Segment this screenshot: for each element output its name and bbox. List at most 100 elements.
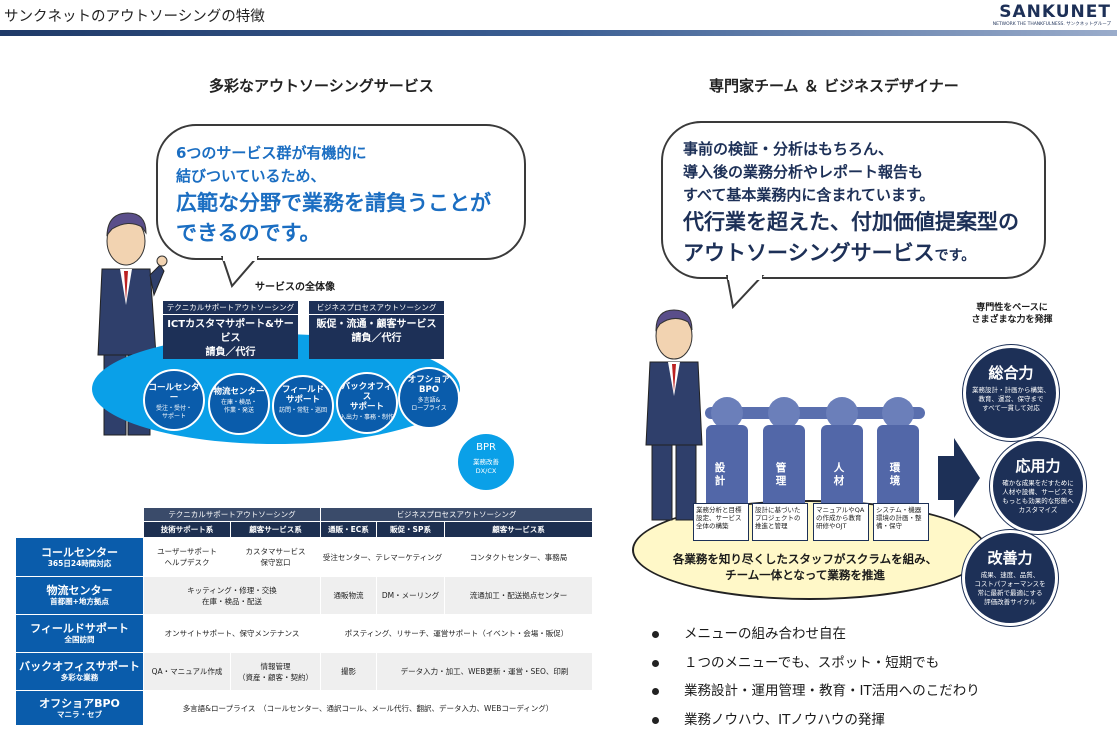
table-cell: ポスティング、リサーチ、運営サポート（イベント・会場・販促） bbox=[320, 614, 593, 653]
right-bubble-line1: 事前の検証・分析はもちろん、 bbox=[683, 140, 894, 158]
team-card: マニュアルやQAの作成から教育研修やOJT bbox=[813, 503, 869, 541]
logo-wordmark: SANKUNET bbox=[999, 2, 1111, 22]
power-circle-applied: 応用力 確かな成果をだすために 人材や設備、サービスを もっとも効果的な形態へ … bbox=[990, 438, 1086, 534]
right-section-title: 専門家チーム ＆ ビジネスデザイナー bbox=[709, 77, 959, 95]
biz-box-main1: 販促・流通・顧客サービス bbox=[316, 319, 437, 330]
circle-sub: 多言語& ロープライス bbox=[411, 397, 447, 412]
table-row: フィールドサポート 全国訪問 オンサイトサポート、保守メンテナンス ポスティング… bbox=[15, 614, 593, 653]
tech-box-header: テクニカルサポートアウトソーシング bbox=[163, 301, 298, 315]
circle-sub: 在庫・検品・ 作業・発送 bbox=[220, 399, 257, 414]
circle-offshore-bpo: オフショア BPO 多言語& ロープライス bbox=[398, 367, 460, 429]
left-section-title: 多彩なアウトソーシングサービス bbox=[209, 77, 434, 95]
row-header-name: オフショアBPO bbox=[39, 696, 120, 710]
table-cell: DM・メーリング bbox=[376, 576, 445, 615]
row-header-sub: 首都圏+地方拠点 bbox=[50, 597, 109, 606]
table-col-header: 販促・SP系 bbox=[377, 522, 445, 537]
feature-bullet-list: メニューの組み合わせ自在 １つのメニューでも、スポット・短期でも 業務設計・運用… bbox=[650, 623, 980, 737]
power-title: 改善力 bbox=[987, 549, 1033, 567]
table-row: オフショアBPO マニラ・セブ 多言語&ロープライス （コールセンター、通訳コー… bbox=[15, 690, 593, 726]
table-cell: ユーザーサポート ヘルプデスク bbox=[143, 537, 231, 577]
left-speech-bubble bbox=[156, 124, 526, 288]
power-circle-improvement: 改善力 成果、速度、品質、 コストパフォーマンスを 常に最新で最適にする 評価改… bbox=[962, 530, 1058, 626]
services-overview-title: サービスの全体像 bbox=[255, 282, 335, 293]
businessman-illustration-right bbox=[645, 309, 703, 521]
table-cell: 多言語&ロープライス （コールセンター、通訳コール、メール代行、翻訳、データ入力… bbox=[143, 690, 593, 726]
table-row: コールセンター 365日24時間対応 ユーザーサポート ヘルプデスク カスタマサ… bbox=[15, 537, 593, 577]
circle-title: オフショア BPO bbox=[407, 375, 451, 395]
team-card: 設計に基づいたプロジェクトの推進と管理 bbox=[752, 503, 808, 541]
table-cell: 流通加工・配送拠点センター bbox=[444, 576, 593, 615]
row-header-name: コールセンター bbox=[41, 545, 118, 559]
list-item: 業務ノウハウ、ITノウハウの発揮 bbox=[650, 709, 980, 738]
left-bubble-line4: できるのです。 bbox=[176, 221, 321, 245]
tech-support-box: テクニカルサポートアウトソーシング ICTカスタマサポート&サービス 請負／代行 bbox=[163, 301, 298, 359]
team-head bbox=[768, 397, 800, 429]
team-label: 設計 bbox=[714, 462, 726, 487]
business-process-box: ビジネスプロセスアウトソーシング 販促・流通・顧客サービス 請負／代行 bbox=[309, 301, 444, 359]
bpr-circle: BPR 業務改善 DX/CX bbox=[458, 434, 514, 490]
circle-field-support: フィールド サポート 訪問・常駐・巡回 bbox=[272, 375, 334, 437]
power-desc: 確かな成果をだすために 人材や設備、サービスを もっとも効果的な形態へ カスタマ… bbox=[1002, 479, 1074, 514]
circle-sub: 受注・受付・ サポート bbox=[155, 405, 192, 420]
row-header-sub: 365日24時間対応 bbox=[47, 558, 112, 568]
bpr-sub2: DX/CX bbox=[475, 467, 497, 475]
bpr-sub1: 業務改善 bbox=[473, 458, 499, 466]
team-card: システム・機器環境の計画・整備・保守 bbox=[873, 503, 929, 541]
right-bubble-line5: アウトソーシングサービスです。 bbox=[683, 238, 1019, 272]
logo-tagline: NETWORK THE THANKFULNESS. サンクネットグループ bbox=[992, 22, 1111, 27]
table-group-header-biz: ビジネスプロセスアウトソーシング bbox=[320, 507, 593, 522]
power-header-line2: さまざまな力を発揮 bbox=[971, 315, 1053, 325]
table-col-header: 通販・EC系 bbox=[320, 521, 377, 538]
team-arms bbox=[705, 407, 925, 419]
row-header-back-office: バックオフィスサポート 多彩な業務 bbox=[15, 652, 144, 691]
table-cell: 受注センター、テレマーケティング bbox=[320, 537, 445, 577]
circle-sub: 入出力・事務・制作 bbox=[339, 414, 394, 421]
table-col-header-group: 販促・SP系 顧客サービス系 bbox=[376, 521, 593, 538]
row-header-name: フィールドサポート bbox=[30, 622, 129, 635]
circle-back-office: バックオフィス サポート 入出力・事務・制作 bbox=[336, 372, 398, 434]
row-header-field-support: フィールドサポート 全国訪問 bbox=[15, 614, 144, 653]
page-title: サンクネットのアウトソーシングの特徴 bbox=[4, 9, 265, 25]
bpr-title: BPR bbox=[476, 442, 496, 453]
team-label: 管理 bbox=[775, 462, 787, 487]
tech-box-main2: 請負／代行 bbox=[205, 347, 256, 358]
table-cell: カスタマサービス 保守窓口 bbox=[230, 537, 321, 577]
list-item: メニューの組み合わせ自在 bbox=[650, 623, 980, 652]
table-col-header: 顧客サービス系 bbox=[230, 521, 321, 538]
row-header-offshore: オフショアBPO マニラ・セブ bbox=[15, 690, 144, 726]
right-bubble-line5a: アウトソーシングサービス bbox=[683, 241, 935, 265]
circle-sub: 訪問・常駐・巡回 bbox=[278, 407, 327, 414]
row-header-sub: マニラ・セブ bbox=[57, 709, 102, 719]
row-header-call-center: コールセンター 365日24時間対応 bbox=[15, 537, 144, 577]
circle-call-center: コールセンター 受注・受付・ サポート bbox=[143, 369, 205, 431]
row-header-logistics: 物流センター 首都圏+地方拠点 bbox=[15, 576, 144, 615]
table-cell: 撮影 bbox=[320, 652, 377, 691]
circle-title: バックオフィス サポート bbox=[341, 382, 393, 412]
power-desc: 成果、速度、品質、 コストパフォーマンスを 常に最新で最適にする 評価改善サイク… bbox=[974, 571, 1046, 606]
header-divider bbox=[0, 30, 1117, 36]
circle-title: 物流センター bbox=[213, 387, 265, 397]
power-header: 専門性をベースに さまざまな力を発揮 bbox=[948, 302, 1076, 326]
table-group-header-tech: テクニカルサポートアウトソーシング bbox=[143, 507, 321, 522]
sankunet-logo: SANKUNET NETWORK THE THANKFULNESS. サンクネッ… bbox=[993, 2, 1111, 27]
team-label: 人材 bbox=[833, 462, 845, 487]
tech-box-main1: ICTカスタマサポート&サービス bbox=[167, 319, 294, 344]
table-cell: キッティング・修理・交換 在庫・検品・配送 bbox=[143, 576, 321, 615]
power-circle-comprehensive: 総合力 業務設計・計画から構築、 教育、運営、保守まで すべて一貫して対応 bbox=[963, 345, 1059, 441]
table-col-header: 技術サポート系 bbox=[143, 521, 231, 538]
arrow-right-icon bbox=[938, 438, 980, 518]
circle-title: フィールド サポート bbox=[281, 385, 325, 405]
list-item: １つのメニューでも、スポット・短期でも bbox=[650, 652, 980, 681]
left-bubble-line1: 6つのサービス群が有機的に bbox=[176, 144, 367, 162]
row-header-sub: 多彩な業務 bbox=[60, 673, 99, 682]
table-corner bbox=[15, 521, 144, 538]
right-speech-bubble bbox=[661, 121, 1046, 309]
team-head bbox=[711, 397, 743, 429]
row-header-name: バックオフィスサポート bbox=[19, 660, 140, 673]
left-bubble-text: 6つのサービス群が有機的に 結びついているため、 広範な分野で業務を請負うことが… bbox=[176, 142, 491, 248]
table-cell: データ入力・加工、WEB更新・運営・SEO、印刷 bbox=[376, 652, 593, 691]
power-title: 総合力 bbox=[988, 364, 1034, 382]
left-bubble-line2: 結びついているため、 bbox=[176, 167, 326, 185]
right-bubble-line3: すべて基本業務内に含まれています。 bbox=[683, 186, 935, 204]
team-head bbox=[826, 397, 858, 429]
